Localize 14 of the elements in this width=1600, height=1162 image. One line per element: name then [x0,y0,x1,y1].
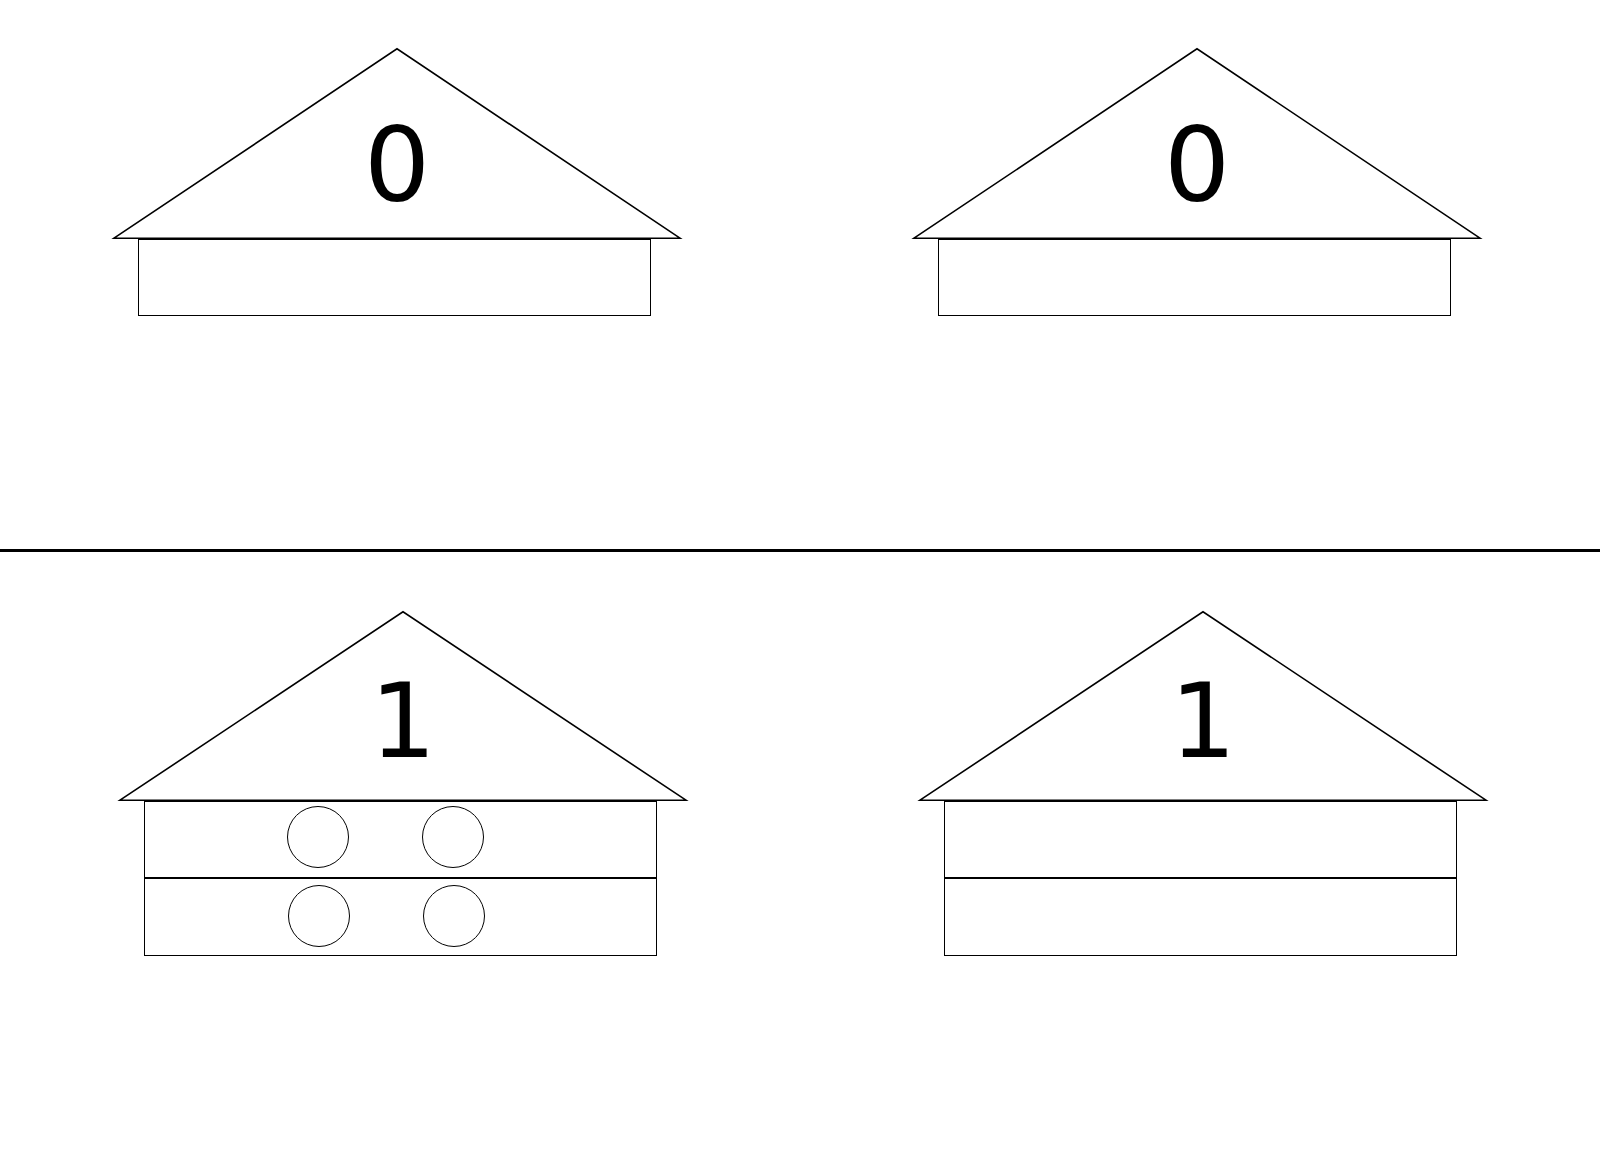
house-floor-row [144,801,657,879]
roof-number: 0 [1163,113,1231,217]
house-floor-row [138,239,651,316]
roof-number: 1 [1169,669,1237,773]
house-floor-row [938,239,1451,316]
roof-number: 1 [369,669,437,773]
house-roof [120,611,686,801]
roof-number: 0 [363,113,431,217]
house-roof [914,48,1480,239]
house-floor-row [944,877,1457,956]
house-roof [920,611,1486,801]
house-floor-row [144,877,657,956]
house-floor-row [944,801,1457,879]
house-roof [114,48,680,239]
